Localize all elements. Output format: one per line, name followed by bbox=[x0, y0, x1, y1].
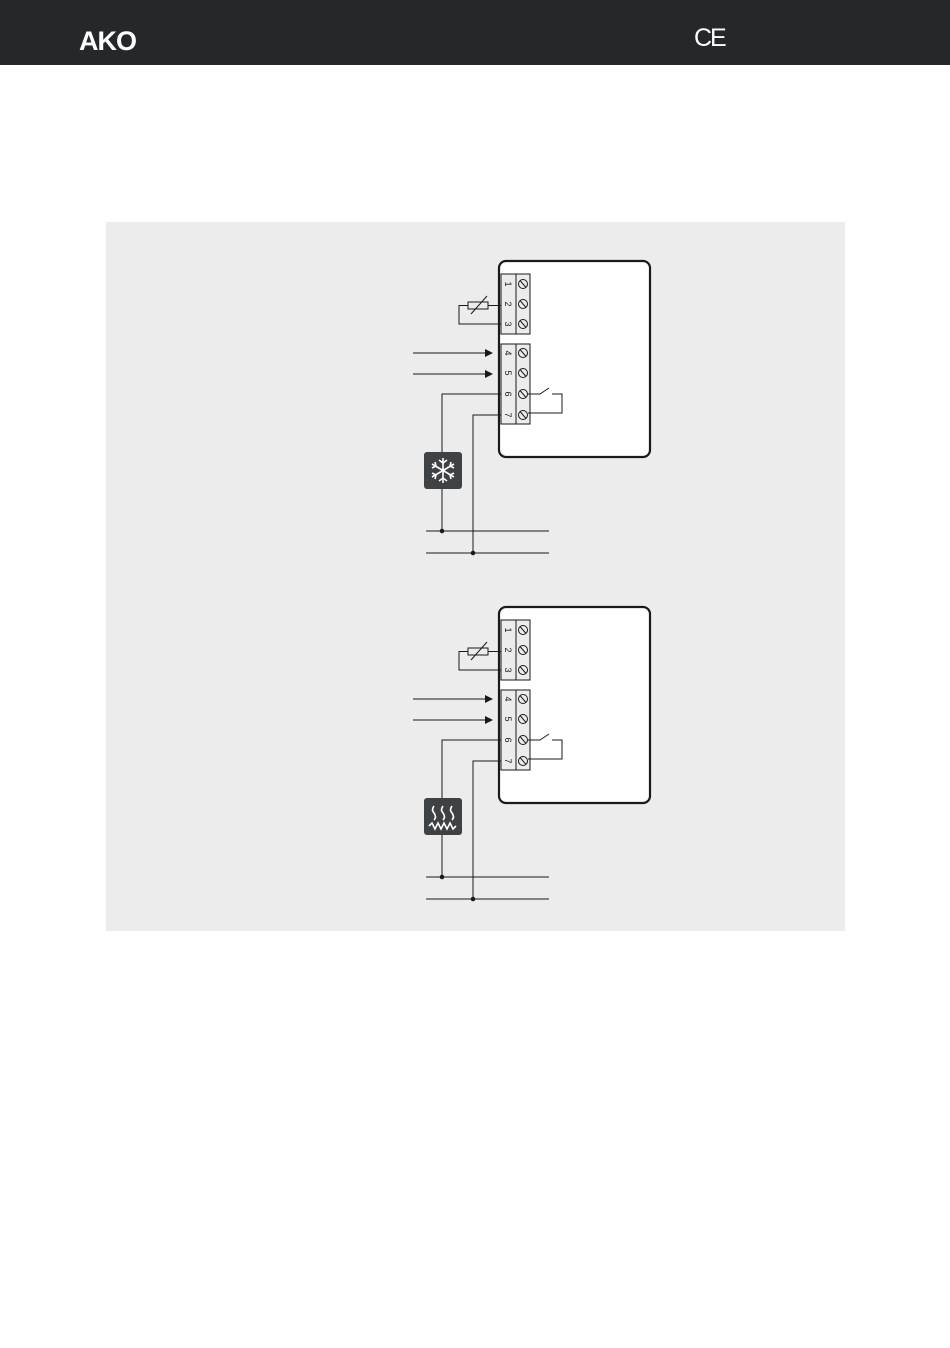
ako-logo: AKO bbox=[79, 26, 136, 56]
terminal-number: 6 bbox=[503, 391, 513, 396]
terminal-number: 7 bbox=[503, 412, 513, 417]
temperature-probe bbox=[459, 642, 501, 670]
page-header: AKO CE bbox=[0, 0, 950, 65]
terminal-number: 4 bbox=[503, 350, 513, 355]
terminal-number: 3 bbox=[503, 667, 513, 672]
terminal-number: 3 bbox=[503, 321, 513, 326]
terminal-number: 5 bbox=[503, 716, 513, 721]
snowflake-icon bbox=[424, 452, 462, 489]
terminal-number: 1 bbox=[503, 281, 513, 286]
ce-mark: CE bbox=[694, 24, 725, 52]
terminal-number: 4 bbox=[503, 696, 513, 701]
terminal-number: 5 bbox=[503, 370, 513, 375]
wiring-diagram-cooling: 1 2 3 4 5 6 7 bbox=[413, 261, 650, 555]
wiring-diagram-panel: 1 2 3 4 5 6 7 bbox=[106, 222, 845, 931]
wiring-diagrams: 1 2 3 4 5 6 7 bbox=[106, 222, 845, 931]
terminal-number: 2 bbox=[503, 301, 513, 306]
wiring-diagram-heating: 1 2 3 4 5 6 7 bbox=[413, 607, 650, 901]
terminal-number: 1 bbox=[503, 627, 513, 632]
heater-icon bbox=[424, 798, 462, 835]
terminal-number: 6 bbox=[503, 737, 513, 742]
terminal-number: 7 bbox=[503, 758, 513, 763]
temperature-probe bbox=[459, 296, 501, 324]
terminal-number: 2 bbox=[503, 647, 513, 652]
